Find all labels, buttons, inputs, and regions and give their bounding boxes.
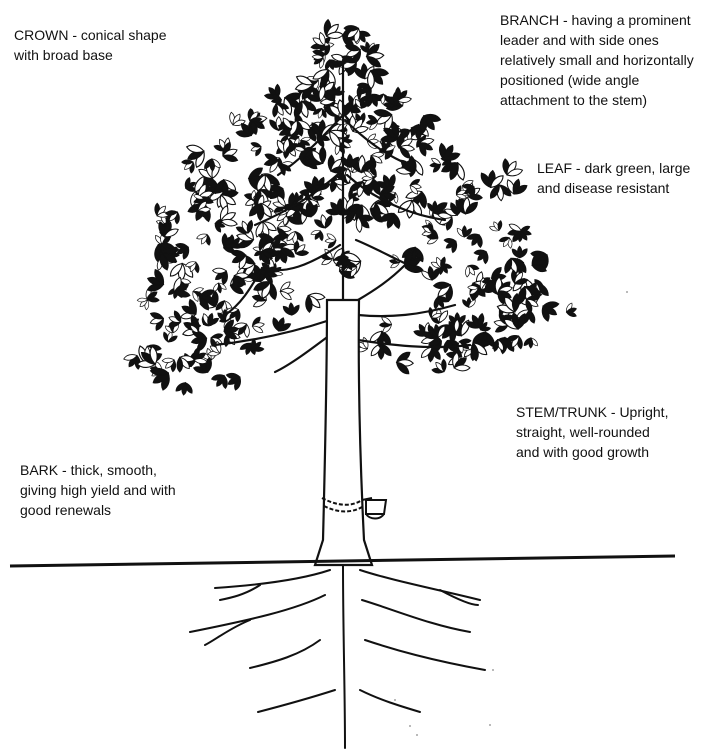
leaf-cluster xyxy=(147,308,169,334)
leaf-cluster xyxy=(194,229,215,248)
leaf-cluster xyxy=(285,230,305,244)
leaf-cluster xyxy=(441,233,463,256)
bark-label-line-2: giving high yield and with xyxy=(20,480,176,500)
stem-trunk-label: STEM/TRUNK - Upright, straight, well-rou… xyxy=(516,402,668,462)
crown-label: CROWN - conical shape with broad base xyxy=(14,25,167,65)
branch-label: BRANCH - having a prominent leader and w… xyxy=(500,10,694,110)
leaf-cluster xyxy=(278,280,295,302)
leaf-cluster xyxy=(471,244,494,267)
leaf-cluster xyxy=(523,336,540,348)
leaf-cluster xyxy=(510,246,529,259)
leaf-label-line-1: LEAF - dark green, large xyxy=(537,158,690,178)
branch-label-line-3: relatively small and horizontally xyxy=(500,50,694,70)
bark-label-line-1: BARK - thick, smooth, xyxy=(20,460,176,480)
leaf-cluster xyxy=(297,285,329,317)
leaf-cluster xyxy=(174,380,196,397)
stem-label-line-2: straight, well-rounded xyxy=(516,422,668,442)
branch-label-line-4: positioned (wide angle xyxy=(500,70,694,90)
leaf-label-line-2: and disease resistant xyxy=(537,178,690,198)
leaf-cluster xyxy=(394,349,414,376)
leaf-cluster xyxy=(487,218,506,236)
stem-label-line-1: STEM/TRUNK - Upright, xyxy=(516,402,668,422)
stem-label-line-3: and with good growth xyxy=(516,442,668,462)
crown-label-line-1: CROWN - conical shape xyxy=(14,25,167,45)
leaf-cluster xyxy=(248,138,265,158)
leaf-cluster xyxy=(535,295,563,326)
leaf-cluster xyxy=(367,328,394,349)
bark-label-line-3: good renewals xyxy=(20,500,176,520)
branch-label-line-1: BRANCH - having a prominent xyxy=(500,10,694,30)
crown-label-line-2: with broad base xyxy=(14,45,167,65)
leaf-cluster xyxy=(562,301,579,321)
bark-label: BARK - thick, smooth, giving high yield … xyxy=(20,460,176,520)
branch-label-line-2: leader and with side ones xyxy=(500,30,694,50)
leaf-cluster xyxy=(503,330,528,353)
leaf-cluster xyxy=(281,302,301,317)
leaf-cluster xyxy=(308,226,327,244)
leaf-cluster xyxy=(249,315,266,336)
branch-label-line-5: attachment to the stem) xyxy=(500,90,694,110)
leaf-label: LEAF - dark green, large and disease res… xyxy=(537,158,690,198)
tree-roots xyxy=(190,565,485,748)
